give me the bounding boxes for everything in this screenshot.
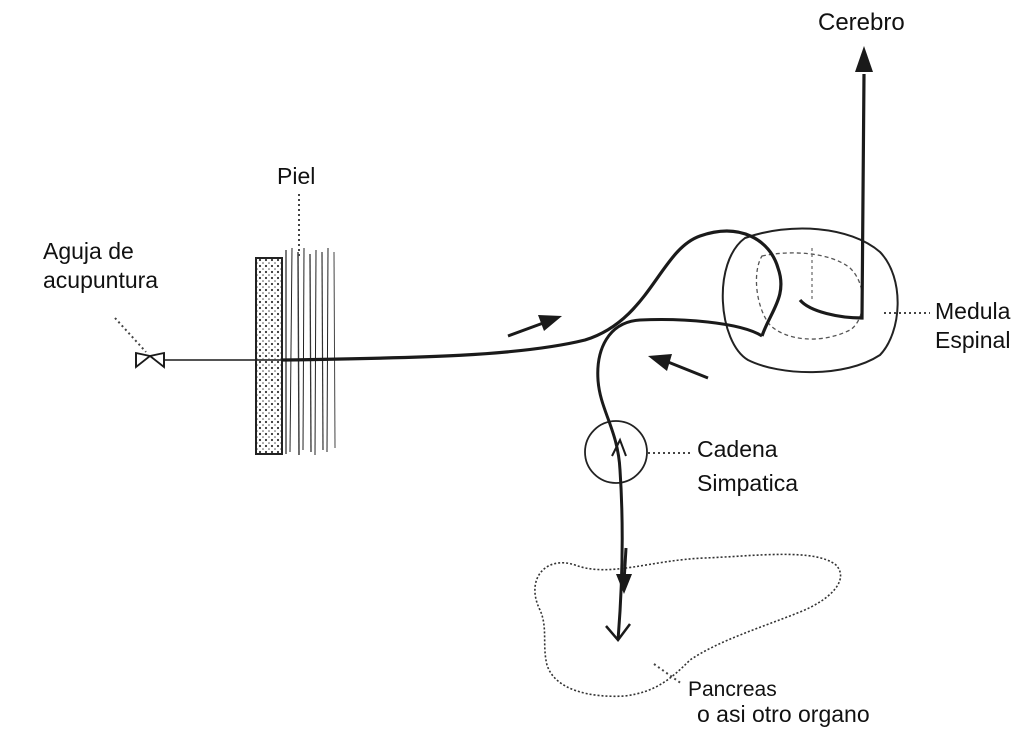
label-aguja-line2: acupuntura xyxy=(43,266,158,295)
afferent-nerve-fiber xyxy=(282,231,781,360)
label-medula-espinal: Medula Espinal xyxy=(935,297,1010,355)
label-piel: Piel xyxy=(277,162,315,191)
label-medula-line2: Espinal xyxy=(935,326,1010,355)
label-cadena-simpatica: Cadena Simpatica xyxy=(697,432,798,500)
label-medula-line1: Medula xyxy=(935,297,1010,326)
leader-lines xyxy=(115,194,930,684)
label-aguja-de-acupuntura: Aguja de acupuntura xyxy=(43,237,158,295)
label-cadena-line1: Cadena xyxy=(697,432,798,466)
spinal-cord xyxy=(723,229,898,373)
direction-arrow-efferent xyxy=(648,354,708,378)
skin-layer xyxy=(256,248,335,455)
label-cadena-line2: Simpatica xyxy=(697,466,798,500)
label-cerebro: Cerebro xyxy=(818,8,905,37)
label-aguja-line1: Aguja de xyxy=(43,237,158,266)
label-pancreas-line2: o asi otro organo xyxy=(697,700,870,729)
sympathetic-ganglion xyxy=(585,421,647,483)
direction-arrow-afferent xyxy=(508,315,562,336)
brain-arrowhead xyxy=(855,46,873,72)
ascending-fiber-to-brain xyxy=(800,74,864,318)
pancreas-organ xyxy=(535,554,841,696)
direction-arrow-to-organ xyxy=(616,548,632,594)
